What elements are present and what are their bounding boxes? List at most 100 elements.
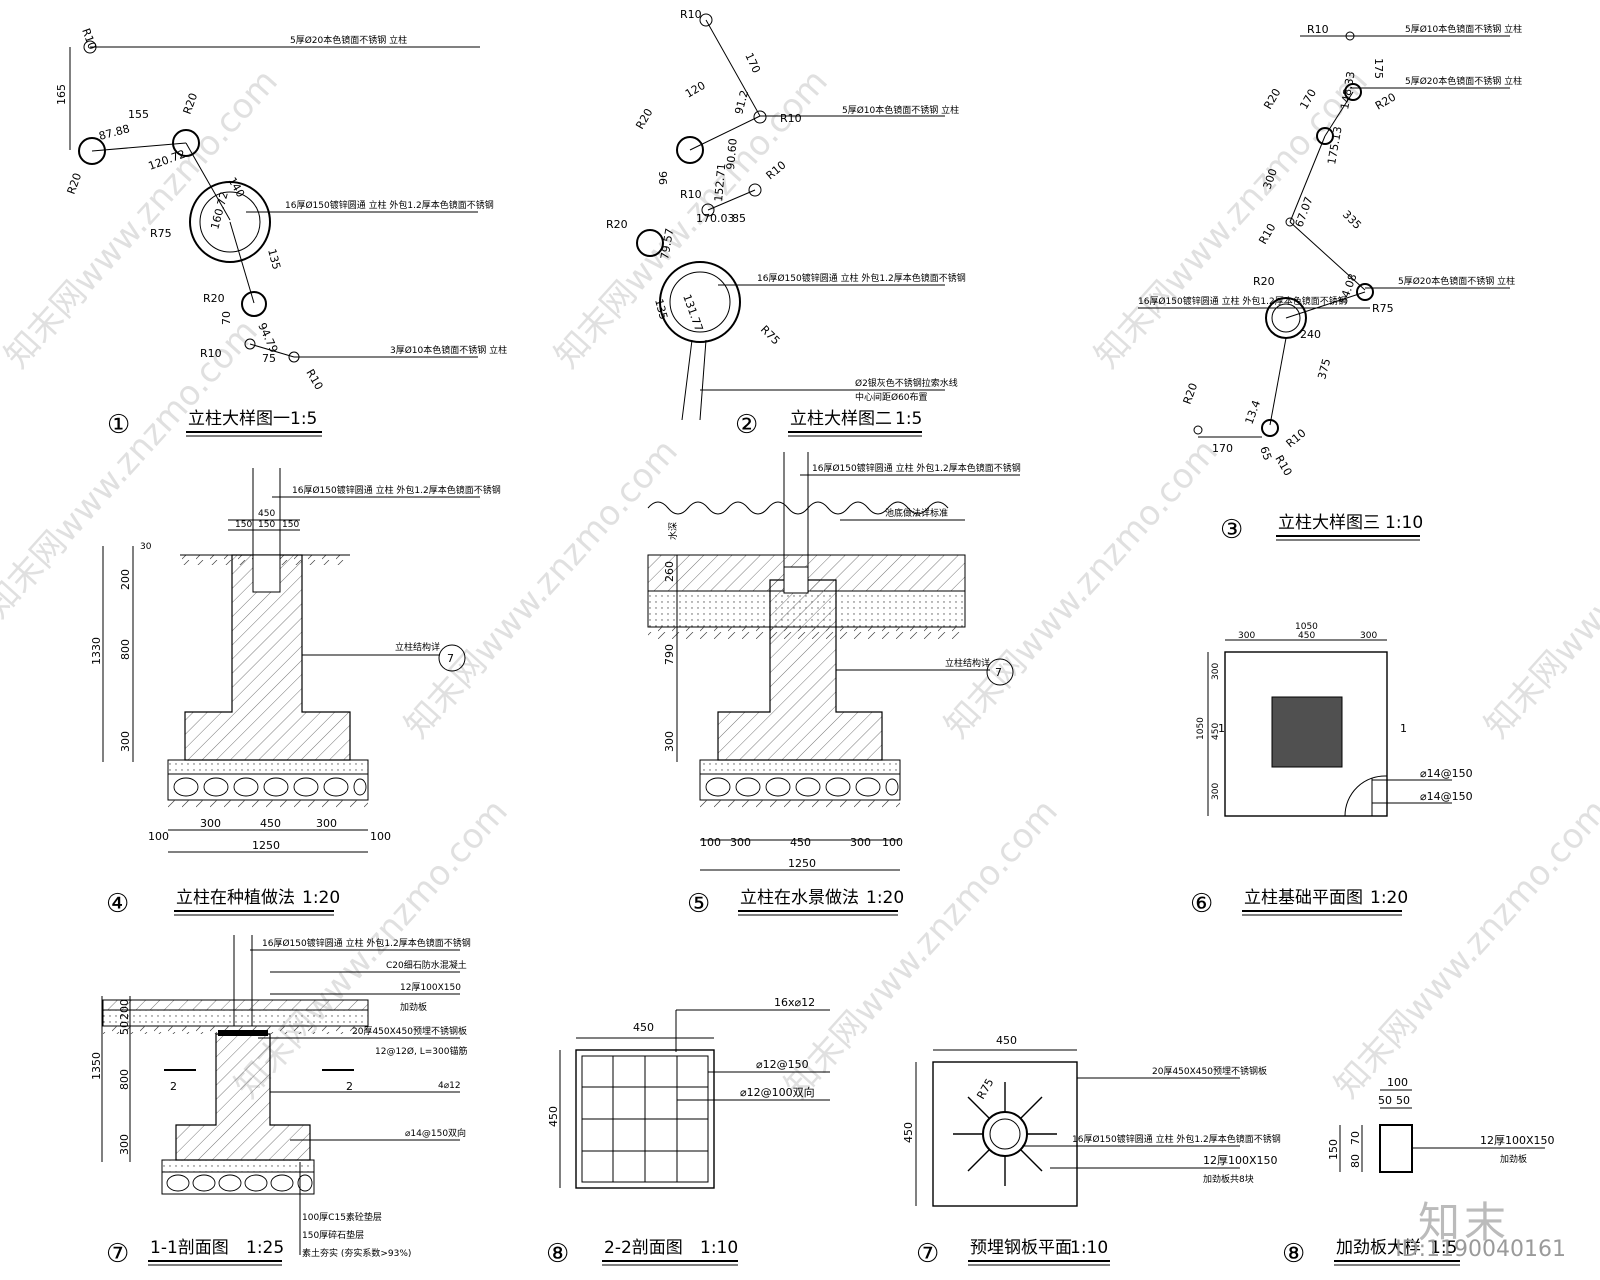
radius-label: R10 — [680, 188, 702, 201]
radius-label: R75 — [150, 227, 172, 240]
dim: 300 — [730, 836, 751, 849]
dim: 120 — [683, 79, 708, 101]
note: ⌀12@150 — [756, 1058, 809, 1071]
dim: 155 — [128, 108, 149, 121]
dim: 75 — [262, 352, 276, 365]
detail-number: ① — [107, 410, 130, 440]
dim: 300 — [1211, 783, 1221, 800]
radius-label: R20 — [1253, 275, 1275, 288]
radius-label: R10 — [780, 112, 802, 125]
dim: 96 — [657, 171, 670, 185]
dim: 790 — [663, 644, 676, 665]
detail-8-section-2-2: 450 450 16x⌀12 ⌀12@150 ⌀12@100双向 ⑧ 2-2剖面… — [546, 996, 830, 1269]
detail-scale: 1:10 — [1385, 513, 1423, 533]
watermark: 知末网www.znzmo.com — [547, 62, 836, 376]
dim: 300 — [1211, 663, 1221, 680]
detail-title: 立柱在水景做法 — [740, 888, 859, 908]
detail-scale: 1:20 — [1370, 888, 1408, 908]
note: 池底做法详标准 — [885, 507, 948, 519]
detail-5-water-feature-section: 16厚Ø150镀锌圆通 立柱 外包1.2厚本色镜面不锈钢 池底做法详标准 水深 … — [647, 452, 1021, 919]
section-mark: 2 — [346, 1080, 353, 1093]
ref: 7 — [447, 652, 454, 665]
detail-title: 立柱基础平面图 — [1244, 888, 1363, 908]
dim: 1250 — [788, 857, 816, 870]
detail-scale: 1:5 — [895, 409, 922, 429]
dim: 50 — [118, 1021, 131, 1035]
note: 立柱结构详 — [395, 641, 440, 653]
note: 16厚Ø150镀锌圆通 立柱 外包1.2厚本色镜面不锈钢 — [285, 199, 494, 211]
dim: 100 — [148, 830, 169, 843]
dim: 450 — [260, 817, 281, 830]
dim: 300 — [118, 1134, 131, 1155]
note: 5厚Ø10本色镜面不锈钢 立柱 — [842, 104, 959, 116]
rebar: ⌀14@150 — [1420, 790, 1473, 803]
section-mark: 1 — [1400, 722, 1407, 735]
dim: 87.88 — [97, 122, 131, 143]
dim: 85 — [732, 212, 746, 225]
note: 5厚Ø20本色镜面不锈钢 立柱 — [290, 34, 407, 46]
dim: 450 — [547, 1106, 560, 1127]
dim: 100 — [700, 836, 721, 849]
radius-label: R20 — [1261, 86, 1283, 111]
dim: 450 — [1211, 723, 1221, 740]
note: 12厚100X150 — [1480, 1134, 1555, 1147]
dim: 1330 — [90, 637, 103, 665]
watermark: 知末网www.znzmo.com — [937, 432, 1226, 746]
document-id: ID:1190040161 — [1395, 1237, 1566, 1262]
dim: 200 — [119, 569, 132, 590]
dim: 300 — [850, 836, 871, 849]
note: 5厚Ø20本色镜面不锈钢 立柱 — [1405, 75, 1522, 87]
note: 中心间距Ø60布置 — [855, 391, 928, 403]
detail-7-section-1-1: 16厚Ø150镀锌圆通 立柱 外包1.2厚本色镜面不锈钢 C20细石防水混凝土 … — [90, 935, 471, 1269]
note: 3厚Ø10本色镜面不锈钢 立柱 — [390, 344, 507, 356]
rebar: ⌀14@150 — [1420, 767, 1473, 780]
radius-label: R20 — [181, 91, 201, 116]
dim: 160.72 — [208, 190, 231, 231]
dim: 135 — [652, 297, 670, 321]
note: ⌀14@150双向 — [405, 1127, 466, 1139]
dim: 300 — [1360, 631, 1377, 641]
radius-label: R10 — [200, 347, 222, 360]
dim: 375 — [1315, 357, 1333, 381]
dim: 70 — [1349, 1131, 1362, 1145]
dim: 1050 — [1295, 622, 1318, 632]
note: 100厚C15素砼垫层 — [302, 1211, 382, 1223]
detail-6-foundation-plan: 1050 300 450 300 1050 300 450 300 1 1 ⌀1… — [1190, 622, 1473, 919]
dim: 240 — [1300, 328, 1321, 341]
detail-title: 立柱在种植做法 — [176, 888, 295, 908]
dim: 170 — [1212, 442, 1233, 455]
detail-number: ⑤ — [687, 889, 710, 919]
dim: 170 — [742, 51, 763, 76]
detail-3-column-plan: R10 5厚Ø10本色镜面不锈钢 立柱 175 5厚Ø20本色镜面不锈钢 立柱 … — [1138, 23, 1522, 545]
dim: 450 — [258, 509, 275, 519]
dim: 300 — [663, 731, 676, 752]
watermark: 知末网www.znzmo.com — [1477, 432, 1600, 746]
detail-number: ② — [735, 410, 758, 440]
dim: 65 — [1257, 445, 1274, 463]
note: 5厚Ø20本色镜面不锈钢 立柱 — [1398, 275, 1515, 287]
dim: 50 — [1396, 1094, 1410, 1107]
dim: 170.03 — [696, 212, 735, 225]
dim: 150 — [282, 520, 299, 530]
detail-title: 1-1剖面图 — [150, 1238, 229, 1258]
radius-label: R20 — [65, 171, 85, 196]
detail-scale: 1:10 — [700, 1238, 738, 1258]
detail-scale: 1:5 — [1430, 1238, 1457, 1258]
detail-title: 立柱大样图二 — [790, 409, 892, 429]
note: 150厚碎石垫层 — [302, 1229, 364, 1241]
dim: 91.2 — [732, 89, 751, 116]
section-mark: 1 — [1218, 722, 1225, 735]
watermark: 知末网www.znzmo.com — [1087, 62, 1376, 376]
dim: 1350 — [90, 1052, 103, 1080]
dim: 100 — [882, 836, 903, 849]
dim: 150 — [235, 520, 252, 530]
detail-scale: 1:25 — [246, 1238, 284, 1258]
note: 16厚Ø150镀锌圆通 立柱 外包1.2厚本色镜面不锈钢 — [1138, 295, 1347, 307]
radius-label: R10 — [680, 8, 702, 21]
detail-scale: 1:5 — [290, 409, 317, 429]
detail-title: 加劲板大样 — [1336, 1238, 1421, 1258]
dim: 1050 — [1196, 717, 1206, 740]
dim: 1250 — [252, 839, 280, 852]
dim: 67.07 — [1293, 195, 1316, 229]
